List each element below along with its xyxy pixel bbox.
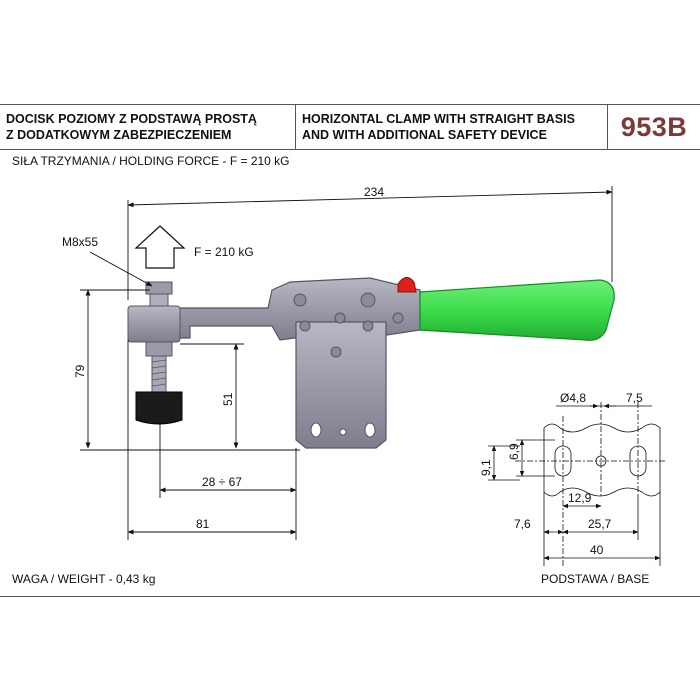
clamp-illustration xyxy=(127,277,615,449)
dim-25-7: 25,7 xyxy=(588,517,612,531)
dim-overall-length: 234 xyxy=(364,185,384,199)
dim-12-9: 12,9 xyxy=(568,491,592,505)
dim-height-total: 79 xyxy=(73,364,87,378)
dim-40: 40 xyxy=(590,543,604,557)
dim-height-a: 6,9 xyxy=(507,443,521,460)
dim-base-to-spindle: 81 xyxy=(196,517,210,531)
dim-force: F = 210 kG xyxy=(194,245,254,259)
bottom-divider xyxy=(0,596,700,597)
base-detail: Ø4,8 7,5 6,9 9,1 12,9 7,6 25,7 40 xyxy=(479,391,666,568)
dim-hole-spacing: 7,5 xyxy=(626,391,643,405)
title-polish: DOCISK POZIOMY Z PODSTAWĄ PROSTĄ Z DODAT… xyxy=(0,104,296,150)
dim-7-6: 7,6 xyxy=(514,517,531,531)
force-arrow-icon xyxy=(134,225,186,269)
dim-height-spindle: 51 xyxy=(221,392,235,406)
base-label: PODSTAWA / BASE xyxy=(541,572,650,586)
title-block: DOCISK POZIOMY Z PODSTAWĄ PROSTĄ Z DODAT… xyxy=(0,104,700,150)
dim-hole-diameter: Ø4,8 xyxy=(560,391,586,405)
title-polish-line2: Z DODATKOWYM ZABEZPIECZENIEM xyxy=(6,128,232,142)
title-polish-line1: DOCISK POZIOMY Z PODSTAWĄ PROSTĄ xyxy=(6,112,257,126)
title-english-line1: HORIZONTAL CLAMP WITH STRAIGHT BASIS xyxy=(302,112,575,126)
dim-height-b: 9,1 xyxy=(479,459,493,476)
dim-spindle-range: 28 ÷ 67 xyxy=(202,475,242,489)
title-english: HORIZONTAL CLAMP WITH STRAIGHT BASIS AND… xyxy=(295,104,608,150)
title-english-line2: AND WITH ADDITIONAL SAFETY DEVICE xyxy=(302,128,547,142)
dim-thread: M8x55 xyxy=(62,235,98,249)
holding-force-text: SIŁA TRZYMANIA / HOLDING FORCE - F = 210… xyxy=(12,154,290,168)
weight-text: WAGA / WEIGHT - 0,43 kg xyxy=(12,572,156,586)
model-code: 953B xyxy=(607,104,700,150)
